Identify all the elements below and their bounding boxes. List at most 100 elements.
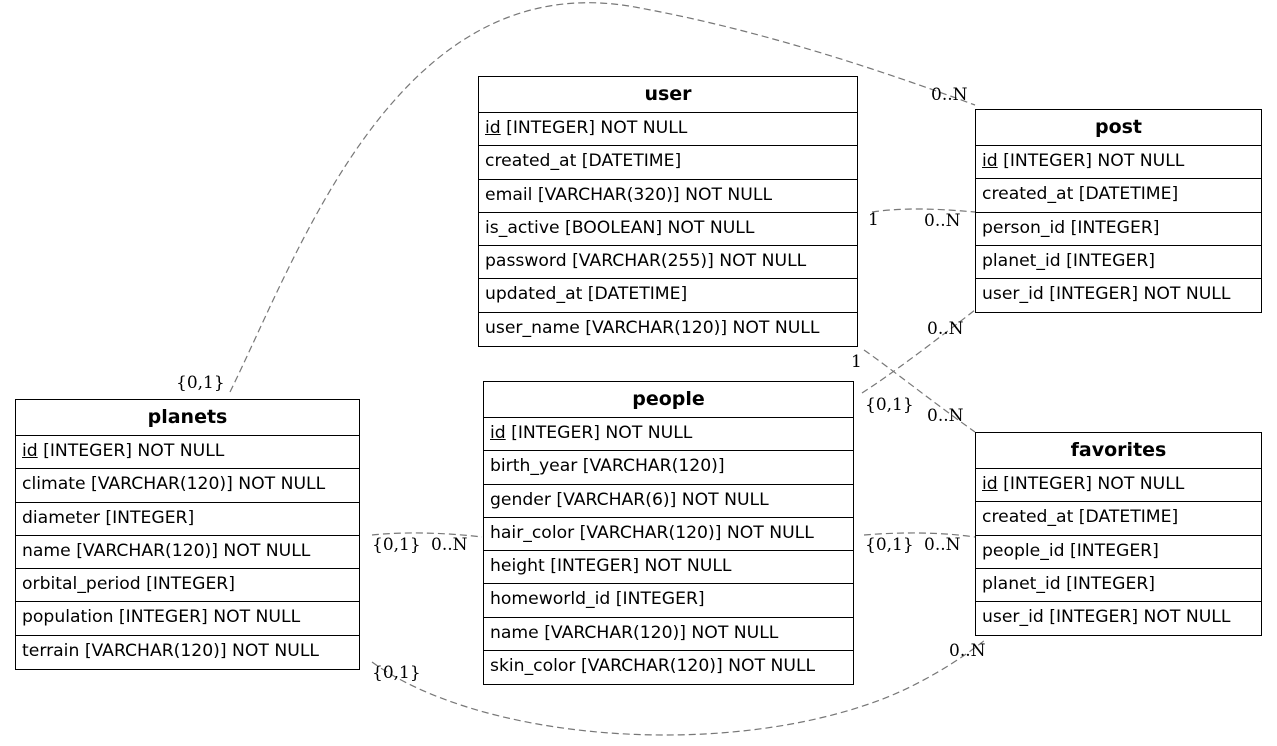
- attribute-type: [DATETIME]: [582, 284, 688, 305]
- attribute-type: [VARCHAR(120)] NOT NULL: [79, 640, 319, 661]
- attribute-row: id [INTEGER] NOT NULL: [479, 113, 857, 147]
- attribute-row: planet_id [INTEGER]: [976, 569, 1261, 603]
- entity-title: people: [484, 382, 853, 418]
- entity-people: people id [INTEGER] NOT NULL birth_year …: [483, 381, 854, 686]
- attribute-key: id: [490, 423, 506, 443]
- attribute-row: person_id [INTEGER]: [976, 213, 1261, 246]
- attribute-row: population [INTEGER] NOT NULL: [16, 602, 359, 636]
- card-people-favorites-from: {0,1}: [865, 535, 914, 555]
- attribute-key: email: [485, 184, 533, 205]
- entity-user: user id [INTEGER] NOT NULL created_at [D…: [478, 76, 858, 348]
- attribute-type: [INTEGER]: [1064, 540, 1159, 561]
- attribute-row: password [VARCHAR(255)] NOT NULL: [479, 246, 857, 280]
- attribute-type: [INTEGER]: [1060, 250, 1155, 271]
- attribute-key: id: [485, 118, 501, 138]
- attribute-type: [VARCHAR(120)] NOT NULL: [574, 522, 814, 543]
- attribute-type: [VARCHAR(320)] NOT NULL: [532, 184, 773, 205]
- attribute-row: skin_color [VARCHAR(120)] NOT NULL: [484, 651, 853, 684]
- entity-title: post: [976, 110, 1261, 146]
- attribute-key: updated_at: [485, 284, 583, 305]
- attribute-type: [BOOLEAN] NOT NULL: [559, 217, 755, 238]
- attribute-key: is_active: [485, 217, 560, 238]
- card-planets-post-to: 0..N: [931, 85, 968, 105]
- attribute-type: [INTEGER] NOT NULL: [113, 607, 301, 628]
- attribute-type: [INTEGER]: [140, 574, 235, 595]
- attribute-key: created_at: [982, 184, 1074, 205]
- attribute-row: hair_color [VARCHAR(120)] NOT NULL: [484, 518, 853, 552]
- entity-post: post id [INTEGER] NOT NULL created_at [D…: [975, 109, 1262, 314]
- attribute-row: user_id [INTEGER] NOT NULL: [976, 602, 1261, 635]
- edge-user-favorites: [863, 349, 976, 433]
- entity-title: favorites: [976, 433, 1261, 469]
- attribute-type: [INTEGER] NOT NULL: [544, 556, 732, 577]
- card-people-post-to: 0..N: [927, 319, 964, 339]
- attribute-type: [DATETIME]: [1073, 507, 1179, 528]
- attribute-key: hair_color: [490, 522, 575, 543]
- edge-planets-people: [371, 532, 483, 538]
- entity-planets: planets id [INTEGER] NOT NULL climate [V…: [15, 399, 360, 671]
- card-user-post-to: 0..N: [924, 211, 961, 231]
- attribute-type: [INTEGER]: [1060, 573, 1155, 594]
- attribute-type: [VARCHAR(120)] NOT NULL: [579, 317, 820, 338]
- attribute-key: name: [490, 622, 539, 643]
- attribute-type: [INTEGER]: [99, 507, 195, 528]
- attribute-type: [VARCHAR(120)] NOT NULL: [575, 656, 816, 677]
- attribute-row: id [INTEGER] NOT NULL: [976, 469, 1261, 503]
- card-people-favorites-to: 0..N: [924, 535, 961, 555]
- attribute-key: name: [22, 540, 71, 561]
- attribute-key: password: [485, 251, 567, 272]
- card-planets-people-from: {0,1}: [372, 535, 421, 555]
- attribute-type: [VARCHAR(120)] NOT NULL: [85, 474, 326, 495]
- attribute-key: height: [490, 556, 545, 577]
- attribute-key: id: [982, 151, 998, 171]
- entity-title: planets: [16, 400, 359, 436]
- attribute-row: gender [VARCHAR(6)] NOT NULL: [484, 485, 853, 518]
- attribute-type: [VARCHAR(6)] NOT NULL: [550, 489, 769, 510]
- card-planets-people-to: 0..N: [431, 535, 468, 555]
- attribute-row: height [INTEGER] NOT NULL: [484, 551, 853, 585]
- card-user-favorites-from: 1: [851, 352, 862, 372]
- attribute-key: skin_color: [490, 656, 576, 677]
- card-user-post-from: 1: [868, 210, 879, 230]
- attribute-key: population: [22, 607, 114, 628]
- card-planets-post-from: {0,1}: [176, 373, 225, 393]
- attribute-row: is_active [BOOLEAN] NOT NULL: [479, 213, 857, 247]
- attribute-row: created_at [DATETIME]: [976, 502, 1261, 536]
- attribute-row: created_at [DATETIME]: [479, 146, 857, 180]
- attribute-key: user_name: [485, 317, 580, 338]
- attribute-key: terrain: [22, 640, 80, 661]
- attribute-type: [INTEGER] NOT NULL: [37, 441, 225, 461]
- attribute-key: created_at: [982, 507, 1074, 528]
- attribute-type: [INTEGER] NOT NULL: [1043, 284, 1231, 305]
- attribute-key: planet_id: [982, 573, 1061, 594]
- card-planets-favorites-from: {0,1}: [372, 663, 421, 683]
- attribute-row: user_id [INTEGER] NOT NULL: [976, 279, 1261, 312]
- attribute-row: id [INTEGER] NOT NULL: [976, 146, 1261, 180]
- attribute-key: gender: [490, 489, 551, 510]
- card-user-favorites-to: 0..N: [927, 406, 964, 426]
- attribute-row: name [VARCHAR(120)] NOT NULL: [484, 618, 853, 652]
- attribute-type: [VARCHAR(120)] NOT NULL: [70, 540, 311, 561]
- attribute-row: planet_id [INTEGER]: [976, 246, 1261, 280]
- attribute-type: [VARCHAR(120)]: [577, 456, 725, 477]
- attribute-key: id: [982, 474, 998, 494]
- attribute-key: diameter: [22, 507, 100, 528]
- entity-title: user: [479, 77, 857, 113]
- attribute-type: [INTEGER] NOT NULL: [997, 151, 1185, 171]
- attribute-row: orbital_period [INTEGER]: [16, 569, 359, 603]
- attribute-key: planet_id: [982, 250, 1061, 271]
- attribute-key: homeworld_id: [490, 589, 611, 610]
- edge-user-post: [871, 208, 976, 213]
- attribute-row: diameter [INTEGER]: [16, 503, 359, 536]
- entity-favorites: favorites id [INTEGER] NOT NULL created_…: [975, 432, 1262, 637]
- attribute-key: birth_year: [490, 456, 578, 477]
- card-planets-favorites-to: 0..N: [949, 641, 986, 661]
- attribute-key: created_at: [485, 151, 577, 172]
- attribute-key: user_id: [982, 284, 1044, 305]
- attribute-row: email [VARCHAR(320)] NOT NULL: [479, 180, 857, 213]
- attribute-key: user_id: [982, 607, 1044, 628]
- attribute-type: [DATETIME]: [576, 151, 682, 172]
- attribute-type: [INTEGER] NOT NULL: [505, 423, 693, 443]
- attribute-type: [INTEGER]: [1065, 217, 1160, 238]
- attribute-key: people_id: [982, 540, 1065, 561]
